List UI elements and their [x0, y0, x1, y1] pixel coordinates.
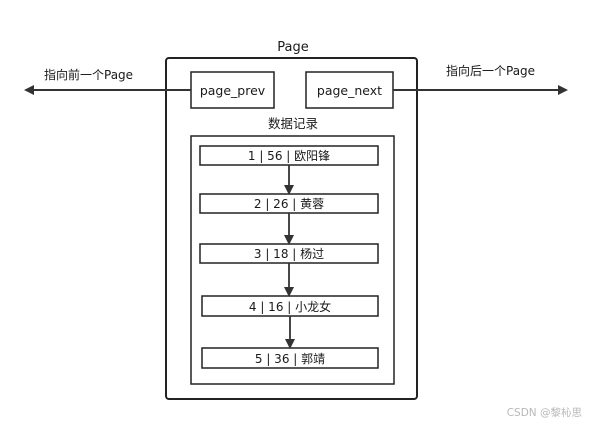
records-title: 数据记录: [268, 116, 318, 131]
page-prev-label: page_prev: [200, 83, 266, 98]
records-container: [190, 135, 395, 385]
prev-pointer-label: 指向前一个Page: [44, 67, 133, 82]
page-container: [165, 57, 418, 400]
next-pointer-label: 指向后一个Page: [446, 63, 535, 78]
record-label: 5 | 36 | 郭靖: [255, 352, 325, 366]
page-title: Page: [277, 40, 308, 55]
page-next-label: page_next: [317, 83, 382, 98]
record-label: 3 | 18 | 杨过: [254, 246, 324, 261]
record-label: 1 | 56 | 欧阳锋: [248, 149, 330, 163]
watermark: CSDN @黎杺思: [507, 406, 582, 419]
record-label: 4 | 16 | 小龙女: [249, 299, 331, 314]
page-next-box: [305, 71, 394, 109]
record-label: 2 | 26 | 黄蓉: [254, 197, 324, 211]
